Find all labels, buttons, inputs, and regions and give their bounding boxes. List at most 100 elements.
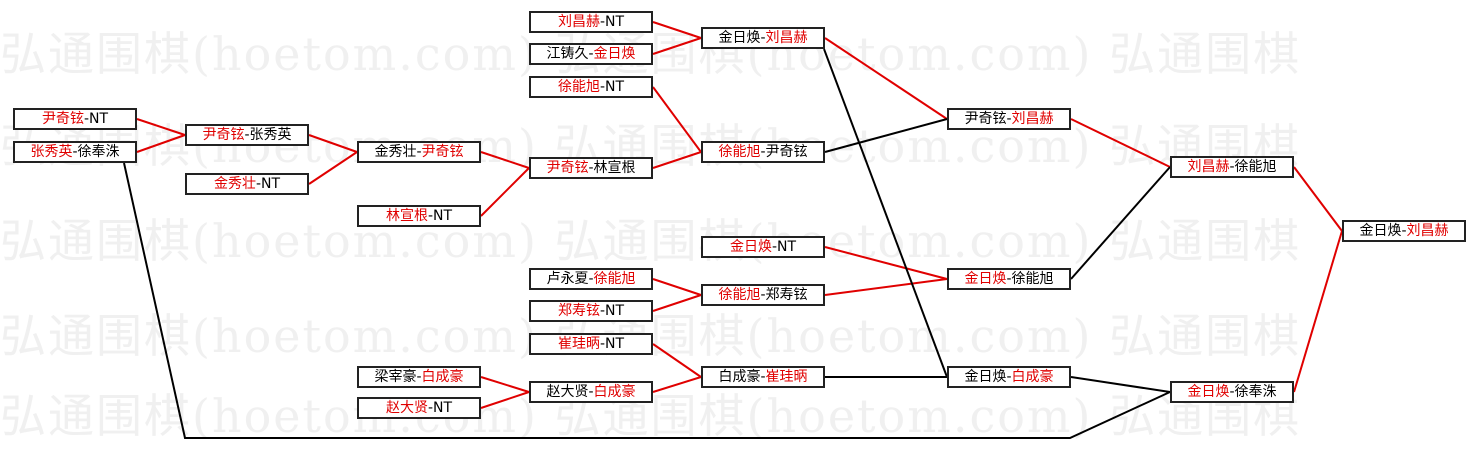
- match-box-m14: 金日焕-NT: [701, 236, 825, 258]
- match-box-m9: 江铸久-金日焕: [529, 43, 653, 65]
- match-box-m4: 金秀壮-NT: [185, 173, 309, 195]
- match-box-m23: 赵大贤-NT: [357, 397, 481, 419]
- bracket-link: [824, 246, 948, 280]
- player-b: 白成豪: [421, 369, 464, 385]
- separator: -: [427, 208, 434, 224]
- match-box-m10: 金日焕-刘昌赫: [701, 27, 825, 49]
- bracket-link: [652, 21, 702, 39]
- separator: -: [760, 144, 766, 160]
- player-b: NT: [433, 208, 453, 224]
- player-b: 白成豪: [1011, 369, 1054, 385]
- bracket-link: [652, 278, 702, 296]
- player-a: 卢永夏: [546, 271, 589, 287]
- bracket-link: [652, 86, 702, 153]
- match-box-m2: 张秀英-徐奉洙: [13, 141, 137, 163]
- player-a: 尹奇铉: [964, 111, 1007, 127]
- player-b: 崔珪昞: [765, 369, 808, 385]
- player-a: 金日焕: [1359, 223, 1402, 239]
- separator: -: [599, 14, 606, 30]
- match-box-m11: 徐能旭-NT: [529, 76, 653, 98]
- match-box-m21: 崔珪昞-NT: [529, 333, 653, 355]
- player-a: 梁宰豪: [374, 369, 417, 385]
- player-b: NT: [605, 336, 625, 352]
- player-a: 金秀壮: [374, 144, 417, 160]
- match-box-m12: 徐能旭-尹奇铉: [701, 141, 825, 163]
- separator: -: [771, 239, 778, 255]
- separator: -: [427, 400, 434, 416]
- bracket-link: [824, 278, 948, 296]
- bracket-link: [1070, 118, 1171, 168]
- player-b: 徐奉洙: [77, 144, 120, 160]
- bracket-link: [652, 151, 702, 169]
- match-box-m17: 徐能旭-郑寿铉: [701, 284, 825, 306]
- player-a: 尹奇铉: [41, 111, 84, 127]
- player-b: 林宣根: [593, 160, 636, 176]
- separator: -: [599, 79, 606, 95]
- player-a: 尹奇铉: [546, 160, 589, 176]
- separator: -: [760, 369, 766, 385]
- player-b: 徐能旭: [593, 271, 636, 287]
- bracket-link: [480, 167, 530, 217]
- player-b: 徐能旭: [1234, 159, 1277, 175]
- bracket-link: [652, 376, 702, 393]
- player-b: 尹奇铉: [421, 144, 464, 160]
- player-a: 江铸久: [546, 46, 589, 62]
- bracket-link: [123, 162, 1171, 439]
- bracket-link: [1070, 376, 1171, 393]
- player-a: 徐能旭: [718, 287, 761, 303]
- bracket-link: [480, 391, 530, 409]
- player-b: 张秀英: [249, 127, 292, 143]
- player-b: NT: [777, 239, 797, 255]
- player-b: NT: [89, 111, 109, 127]
- player-a: 崔珪昞: [557, 336, 600, 352]
- bracket-link: [136, 118, 186, 136]
- separator: -: [588, 46, 594, 62]
- player-b: 刘昌赫: [1406, 223, 1449, 239]
- player-a: 尹奇铉: [202, 127, 245, 143]
- separator: -: [255, 176, 262, 192]
- match-box-m20: 金日焕-刘昌赫: [1342, 220, 1466, 242]
- match-box-m19: 刘昌赫-徐能旭: [1170, 156, 1294, 178]
- match-box-m1: 尹奇铉-NT: [13, 108, 137, 130]
- separator: -: [588, 384, 594, 400]
- match-box-m18: 金日焕-徐能旭: [947, 268, 1071, 290]
- separator: -: [416, 144, 422, 160]
- separator: -: [1006, 111, 1012, 127]
- separator: -: [416, 369, 422, 385]
- match-box-m6: 林宣根-NT: [357, 205, 481, 227]
- player-b: 尹奇铉: [765, 144, 808, 160]
- bracket-link: [652, 343, 702, 378]
- player-a: 金日焕: [718, 30, 761, 46]
- match-box-m8: 刘昌赫-NT: [529, 11, 653, 33]
- bracket-link: [652, 294, 702, 312]
- player-b: NT: [605, 303, 625, 319]
- player-a: 林宣根: [385, 208, 428, 224]
- match-box-m25: 白成豪-崔珪昞: [701, 366, 825, 388]
- match-box-m22: 梁宰豪-白成豪: [357, 366, 481, 388]
- player-b: 徐能旭: [1011, 271, 1054, 287]
- bracket-link: [480, 151, 530, 169]
- match-box-m26: 金日焕-白成豪: [947, 366, 1071, 388]
- player-a: 金日焕: [729, 239, 772, 255]
- separator: -: [588, 160, 594, 176]
- match-box-m15: 卢永夏-徐能旭: [529, 268, 653, 290]
- separator: -: [1006, 271, 1012, 287]
- player-b: NT: [261, 176, 281, 192]
- bracket-link: [1293, 230, 1343, 393]
- player-b: 刘昌赫: [765, 30, 808, 46]
- bracket-link: [308, 151, 358, 185]
- player-a: 白成豪: [718, 369, 761, 385]
- player-a: 徐能旭: [718, 144, 761, 160]
- player-a: 郑寿铉: [557, 303, 600, 319]
- player-b: NT: [433, 400, 453, 416]
- player-a: 金日焕: [964, 369, 1007, 385]
- player-b: NT: [605, 14, 625, 30]
- separator: -: [1229, 384, 1235, 400]
- separator: -: [1229, 159, 1235, 175]
- bracket-link: [1070, 166, 1171, 280]
- match-box-m27: 金日焕-徐奉洙: [1170, 381, 1294, 403]
- player-b: 白成豪: [593, 384, 636, 400]
- player-b: 郑寿铉: [765, 287, 808, 303]
- bracket-link: [824, 118, 948, 153]
